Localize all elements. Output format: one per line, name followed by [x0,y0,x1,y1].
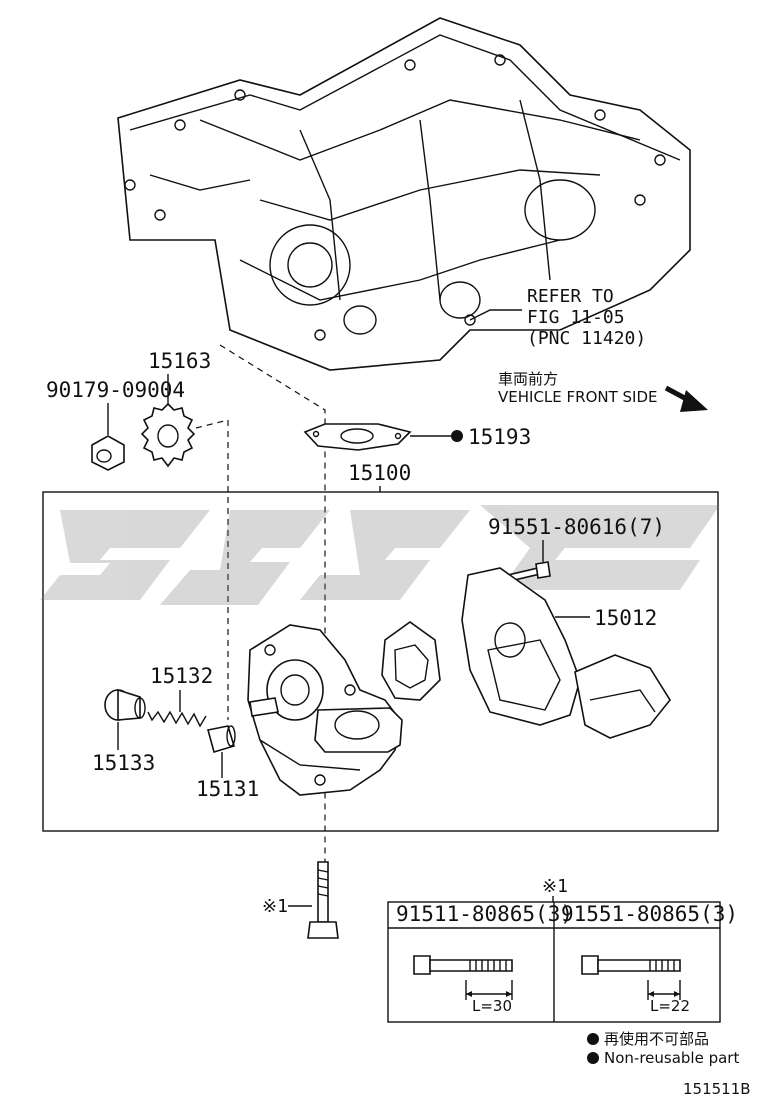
label-valve: 15131 [196,777,259,801]
gasket-illustration [303,423,412,451]
oil-pan-illustration [117,17,691,371]
table-col1-length: L=30 [472,997,512,1015]
table-bolt1-illustration [413,955,513,1000]
legend-japanese: 再使用不可部品 [604,1030,709,1048]
table-bolt2-illustration [581,955,681,1000]
plug-illustration [104,688,146,721]
screw-illustration [506,561,551,582]
diagram-code: 151511B [683,1080,751,1098]
table-col1-part: 91511-80865(3) [396,902,573,926]
label-spring: 15132 [150,664,213,688]
watermark-logo [40,505,720,605]
table-col2-length: L=22 [650,997,690,1015]
refer-note-line3: (PNC 11420) [527,328,646,349]
bolt-illustration [307,861,339,939]
bolt-reference-marker: ※1 [262,896,288,917]
table-reference-marker: ※1 [542,876,568,897]
label-gasket: 15193 [468,425,531,449]
rotor-illustration [381,621,441,701]
front-side-japanese: 車両前方 [498,370,558,388]
refer-leader [469,309,522,321]
label-nut: 90179-09004 [46,378,185,402]
label-screw-set: 91551-80616(7) [488,515,665,539]
spring-illustration [147,710,207,728]
pump-body-illustration [247,624,403,796]
label-sprocket: 15163 [148,349,211,373]
refer-note-line2: FIG 11-05 [527,307,625,328]
legend-marker-icon-2 [587,1052,599,1064]
label-pump-assembly: 15100 [348,461,411,485]
bolt-table [387,901,721,1023]
legend-english: Non-reusable part [604,1049,739,1067]
nut-illustration [91,435,125,471]
front-direction-arrow-icon [664,385,708,412]
front-side-english: VEHICLE FRONT SIDE [498,388,658,406]
bolt-dashed-guide [219,344,326,880]
strainer-illustration [461,567,671,739]
valve-illustration [207,725,236,754]
non-reusable-marker-icon [451,430,463,442]
sprocket-dashed-guide [195,419,229,720]
legend-marker-icon-1 [587,1033,599,1045]
pump-assembly-box [42,491,719,832]
label-plug: 15133 [92,751,155,775]
refer-note-line1: REFER TO [527,286,614,307]
table-col2-part: 91551-80865(3) [561,902,738,926]
sprocket-illustration [140,402,196,468]
label-strainer: 15012 [594,606,657,630]
